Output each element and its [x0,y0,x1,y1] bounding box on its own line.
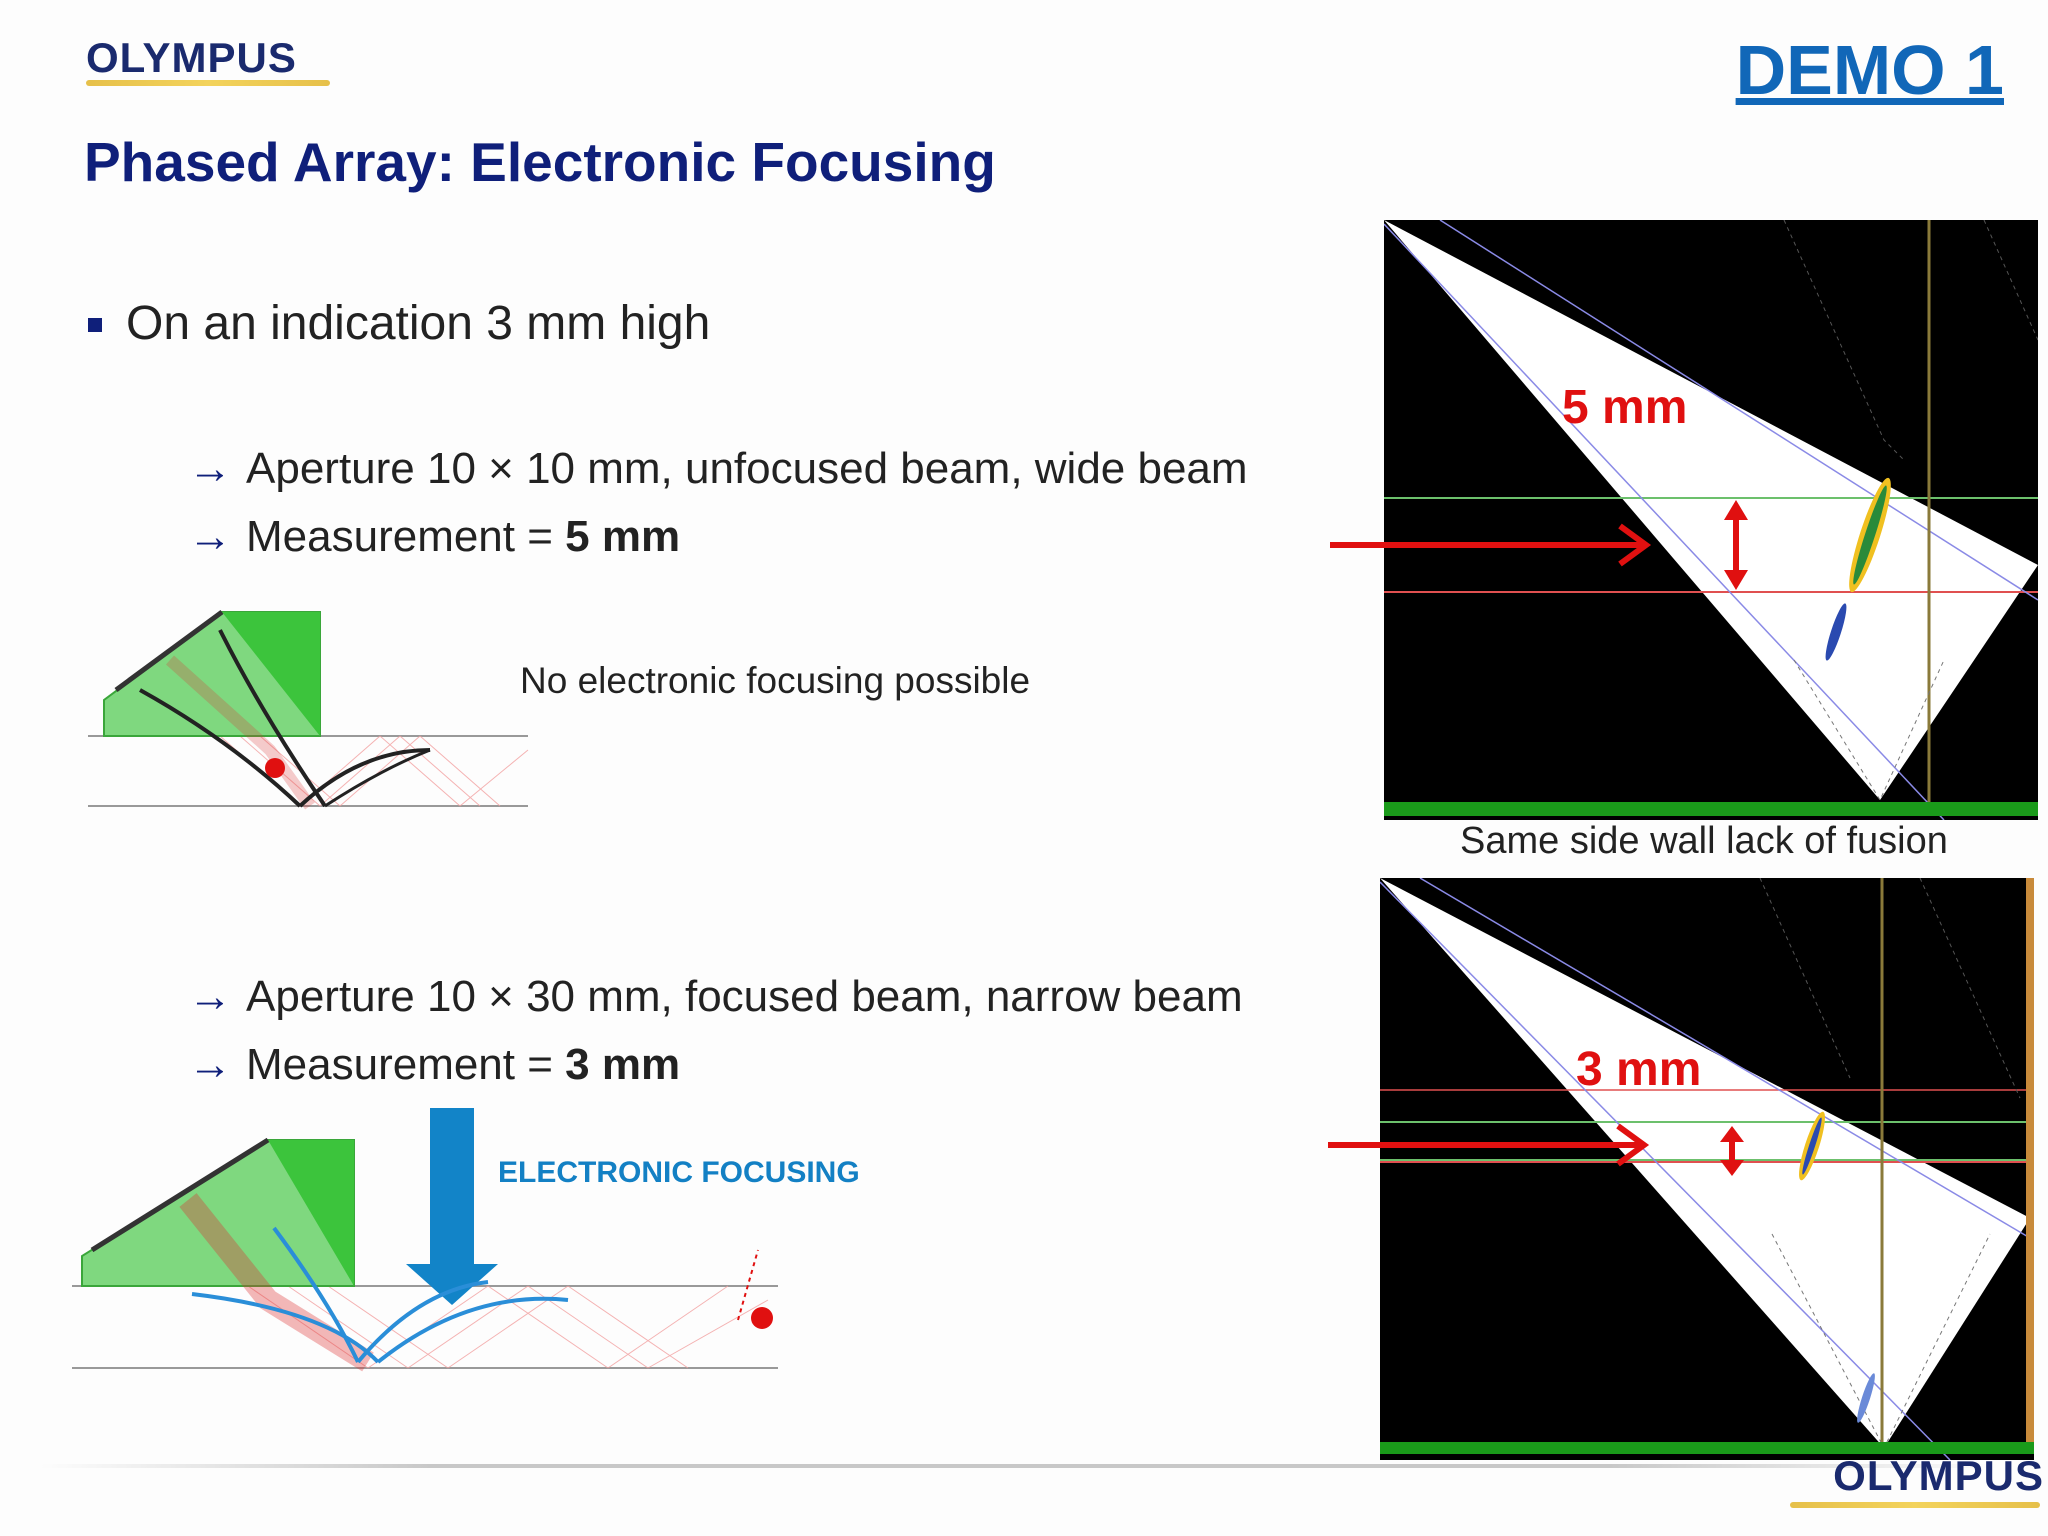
olympus-logo: OLYMPUS [86,34,297,81]
indication-dot [751,1307,773,1329]
measurement-label-top: 5 mm [1562,381,1688,434]
bullet-square-icon [88,318,102,332]
indication-dot [265,758,285,778]
measurement-prefix: Measurement = [246,1040,566,1089]
slide-title: Phased Array: Electronic Focusing [84,131,996,193]
right-arrow-icon: → [188,972,232,1021]
aperture-text: Aperture 10 × 10 mm, unfocused beam, wid… [246,444,1248,493]
measurement-prefix: Measurement = [246,512,566,561]
aperture-line-focused: → Aperture 10 × 30 mm, focused beam, narr… [188,972,1243,1022]
red-arrow-bottom-icon [1328,1123,1650,1167]
red-arrow-top-icon [1330,523,1652,567]
aperture-line-unfocused: → Aperture 10 × 10 mm, unfocused beam, wi… [188,444,1248,494]
no-focusing-note: No electronic focusing possible [520,660,1031,701]
bullet-text: On an indication 3 mm high [126,297,711,350]
right-arrow-icon: → [188,512,232,561]
sector-scan-top [1384,220,2038,820]
measurement-line-unfocused: → Measurement = 5 mm [188,512,680,562]
measurement-label-bottom: 3 mm [1576,1043,1702,1096]
footer-divider [40,1464,2000,1468]
focused-probe-diagram [72,1108,778,1372]
right-arrow-icon: → [188,1040,232,1089]
logo-underline-footer [1790,1502,2040,1508]
logo-underline [86,80,330,86]
scan-caption: Same side wall lack of fusion [1460,820,1948,862]
measurement-line-focused: → Measurement = 3 mm [188,1040,680,1090]
measurement-value: 3 mm [565,1040,681,1089]
measurement-value: 5 mm [565,512,681,561]
unfocused-probe-diagram [88,609,529,810]
electronic-focusing-label: ELECTRONIC FOCUSING [498,1156,860,1189]
olympus-logo-footer: OLYMPUS [1833,1452,2044,1499]
aperture-text: Aperture 10 × 30 mm, focused beam, narro… [246,972,1243,1021]
sector-scan-bottom [1380,878,2034,1460]
demo-link[interactable]: DEMO 1 [1735,31,2004,109]
right-arrow-icon: → [188,444,232,493]
